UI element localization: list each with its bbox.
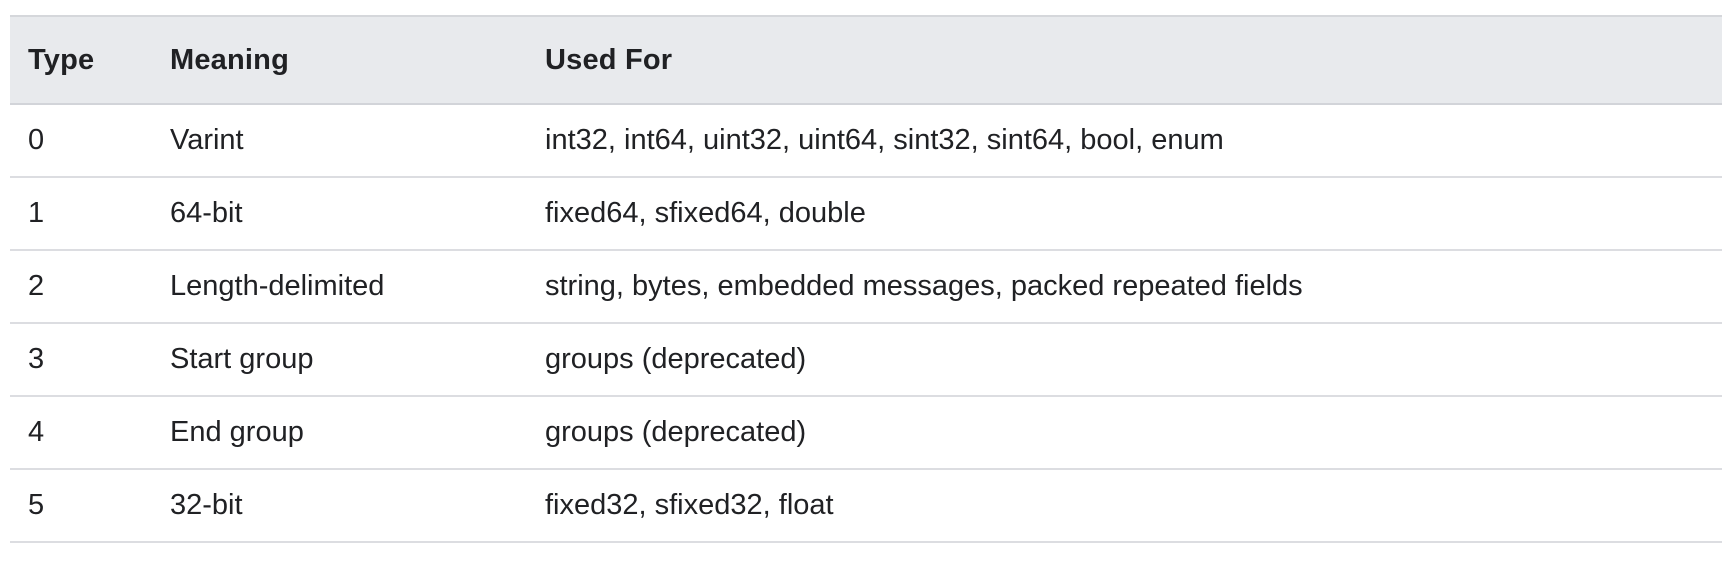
table-header-row: Type Meaning Used For xyxy=(10,16,1722,104)
table-body: 0 Varint int32, int64, uint32, uint64, s… xyxy=(10,104,1722,542)
wire-types-table: Type Meaning Used For 0 Varint int32, in… xyxy=(10,15,1722,543)
cell-used-for: fixed64, sfixed64, double xyxy=(545,197,866,229)
cell-meaning: Length-delimited xyxy=(170,270,385,302)
cell-used-for: fixed32, sfixed32, float xyxy=(545,489,834,521)
column-header-meaning: Meaning xyxy=(170,43,290,76)
cell-meaning: Start group xyxy=(170,343,314,375)
table-row: 2 Length-delimited string, bytes, embedd… xyxy=(10,250,1722,323)
table-row: 1 64-bit fixed64, sfixed64, double xyxy=(10,177,1722,250)
cell-type: 4 xyxy=(28,416,45,448)
table-row: 4 End group groups (deprecated) xyxy=(10,396,1722,469)
cell-type: 0 xyxy=(28,124,45,156)
cell-used-for: string, bytes, embedded messages, packed… xyxy=(545,270,1303,302)
column-header-used-for: Used For xyxy=(545,43,673,76)
cell-type: 5 xyxy=(28,489,45,521)
cell-type: 3 xyxy=(28,343,45,375)
cell-used-for: int32, int64, uint32, uint64, sint32, si… xyxy=(545,124,1224,156)
cell-meaning: 32-bit xyxy=(170,489,243,521)
table-row: 3 Start group groups (deprecated) xyxy=(10,323,1722,396)
cell-type: 2 xyxy=(28,270,45,302)
cell-used-for: groups (deprecated) xyxy=(545,416,807,448)
cell-meaning: 64-bit xyxy=(170,197,243,229)
cell-meaning: Varint xyxy=(170,124,244,156)
cell-used-for: groups (deprecated) xyxy=(545,343,807,375)
table-container: Type Meaning Used For 0 Varint int32, in… xyxy=(10,15,1722,543)
table-row: 0 Varint int32, int64, uint32, uint64, s… xyxy=(10,104,1722,177)
table-header: Type Meaning Used For xyxy=(10,16,1722,104)
cell-type: 1 xyxy=(28,197,45,229)
table-row: 5 32-bit fixed32, sfixed32, float xyxy=(10,469,1722,542)
column-header-type: Type xyxy=(28,43,95,76)
cell-meaning: End group xyxy=(170,416,304,448)
